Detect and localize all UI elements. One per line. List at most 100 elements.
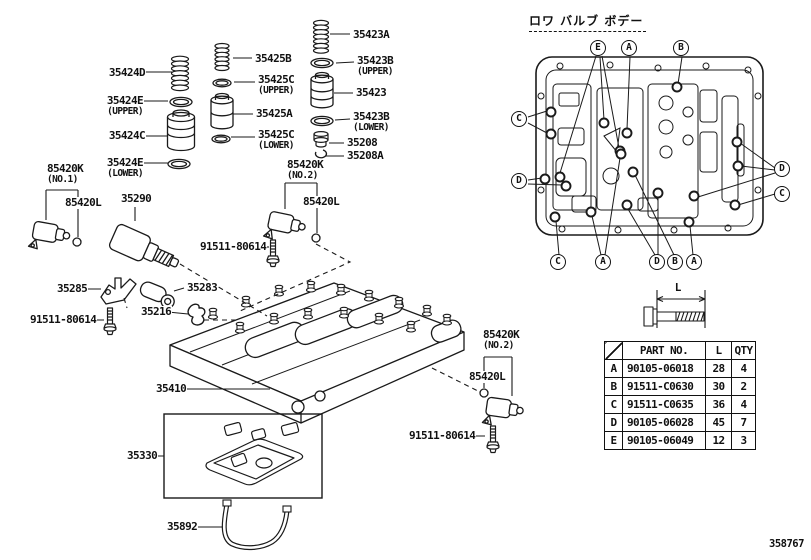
spring-35425b bbox=[214, 42, 230, 72]
cell-key: D bbox=[604, 413, 623, 432]
col-header-qty: QTY bbox=[731, 341, 756, 360]
part-label-35208a: 35208A bbox=[346, 149, 385, 162]
cell-key: A bbox=[604, 359, 623, 378]
part-label-35424e-lower: 35424E(LOWER) bbox=[105, 156, 144, 179]
part-label-35330: 35330 bbox=[126, 449, 159, 462]
part-label-35423: 35423 bbox=[355, 86, 388, 99]
part-label-35424d: 35424D bbox=[107, 66, 146, 79]
callout-bottom-c: C bbox=[550, 254, 566, 270]
cell-qty: 7 bbox=[731, 413, 756, 432]
wire-35892 bbox=[221, 499, 292, 551]
check-balls-85420l bbox=[72, 233, 489, 398]
table-row-a: A 90105-06018 28 4 bbox=[604, 359, 756, 378]
cell-part-no: 91511-C0635 bbox=[622, 395, 706, 414]
sleeve-35283 bbox=[139, 281, 175, 309]
bracket-35285 bbox=[100, 277, 137, 305]
part-label-85420k-no2-right: 85420K(NO.2) bbox=[482, 328, 521, 351]
callout-bottom-d: D bbox=[649, 254, 665, 270]
cell-part-no: 90105-06028 bbox=[622, 413, 706, 432]
part-label-35208: 35208 bbox=[346, 136, 379, 149]
part-label-35410: 35410 bbox=[155, 382, 188, 395]
cell-length: 28 bbox=[705, 359, 732, 378]
part-label-35424c: 35424C bbox=[107, 129, 146, 142]
plug-35208 bbox=[313, 131, 329, 148]
table-row-b: B 91511-C0630 30 2 bbox=[604, 377, 756, 396]
part-label-35290: 35290 bbox=[120, 192, 153, 205]
part-label-35425b: 35425B bbox=[254, 52, 293, 65]
part-label-35425c-lower: 35425C(LOWER) bbox=[257, 128, 296, 151]
part-label-35423a: 35423A bbox=[352, 28, 391, 41]
cell-qty: 4 bbox=[731, 395, 756, 414]
cell-length: 12 bbox=[705, 431, 732, 450]
cell-key: E bbox=[604, 431, 623, 450]
solenoid-85420k-no1 bbox=[27, 220, 72, 255]
part-label-35424e-upper: 35424E(UPPER) bbox=[105, 94, 144, 117]
part-label-35285: 35285 bbox=[56, 282, 89, 295]
col-header-length: L bbox=[705, 341, 732, 360]
valve-body-assembly-35410 bbox=[169, 282, 465, 424]
part-label-85420l-left: 85420L bbox=[64, 196, 103, 209]
assembly-dashed-links bbox=[123, 243, 479, 392]
bolt-91511-right bbox=[486, 425, 500, 454]
callout-leader-lines bbox=[527, 55, 776, 256]
callout-right-d: D bbox=[774, 161, 790, 177]
cell-key: B bbox=[604, 377, 623, 396]
table-row-e: E 90105-06049 12 3 bbox=[604, 431, 756, 450]
strainer-35330 bbox=[205, 421, 304, 486]
part-label-91511-left: 91511-80614 bbox=[29, 313, 98, 326]
part-label-85420k-no1: 85420K(NO.1) bbox=[46, 162, 85, 185]
table-row-d: D 90105-06028 45 7 bbox=[604, 413, 756, 432]
cell-part-no: 91511-C0630 bbox=[622, 377, 706, 396]
cell-part-no: 90105-06049 bbox=[622, 431, 706, 450]
dimension-label-l: L bbox=[671, 281, 685, 294]
callout-left-c: C bbox=[511, 111, 527, 127]
lower-valve-body-outline bbox=[535, 56, 764, 236]
cell-part-no: 90105-06018 bbox=[622, 359, 706, 378]
part-label-35425c-upper: 35425C(UPPER) bbox=[257, 73, 296, 96]
callout-top-e: E bbox=[590, 40, 606, 56]
part-label-35283: 35283 bbox=[186, 281, 219, 294]
plug-35424c bbox=[166, 109, 196, 152]
clip-35216 bbox=[187, 303, 206, 326]
cell-key: C bbox=[604, 395, 623, 414]
callout-bottom-b: B bbox=[667, 254, 683, 270]
table-header-row: PART NO. L QTY bbox=[604, 341, 756, 360]
callout-bottom-a1: A bbox=[595, 254, 611, 270]
o-rings bbox=[167, 57, 334, 170]
lower-valve-body-title: ロワ バルブ ボデー bbox=[529, 12, 647, 32]
part-label-35425a: 35425A bbox=[255, 107, 294, 120]
spring-35423a bbox=[312, 19, 330, 54]
part-label-85420k-no2-mid: 85420K(NO.2) bbox=[286, 158, 325, 181]
cell-qty: 2 bbox=[731, 377, 756, 396]
part-label-85420l-right: 85420L bbox=[468, 370, 507, 383]
bolt-91511-mid bbox=[266, 239, 280, 268]
part-label-35423b-upper: 35423B(UPPER) bbox=[356, 54, 395, 77]
part-label-85420l-mid: 85420L bbox=[302, 195, 341, 208]
plug-35423 bbox=[310, 71, 334, 109]
figure-number: 358767 bbox=[769, 538, 804, 550]
callout-left-d: D bbox=[511, 173, 527, 189]
part-label-91511-right: 91511-80614 bbox=[408, 429, 477, 442]
part-label-35892: 35892 bbox=[166, 520, 199, 533]
callout-top-a: A bbox=[621, 40, 637, 56]
callout-bolt-holes bbox=[539, 81, 744, 228]
cell-qty: 3 bbox=[731, 431, 756, 450]
callout-top-b: B bbox=[673, 40, 689, 56]
spring-35424d bbox=[170, 55, 190, 92]
part-label-91511-mid: 91511-80614 bbox=[199, 240, 268, 253]
bolt-spec-table: PART NO. L QTY A 90105-06018 28 4 B 9151… bbox=[604, 341, 756, 450]
callout-bottom-a2: A bbox=[686, 254, 702, 270]
cell-length: 45 bbox=[705, 413, 732, 432]
lower-valve-body-internals bbox=[537, 61, 762, 234]
callout-right-c: C bbox=[774, 186, 790, 202]
part-label-35423b-lower: 35423B(LOWER) bbox=[352, 110, 391, 133]
cell-length: 36 bbox=[705, 395, 732, 414]
clip-35208a bbox=[314, 149, 328, 159]
plug-35425a bbox=[210, 92, 234, 130]
leader-lines bbox=[45, 33, 513, 528]
solenoid-35290 bbox=[108, 223, 180, 268]
solenoid-85420k-no2-right bbox=[481, 396, 525, 430]
cell-length: 30 bbox=[705, 377, 732, 396]
